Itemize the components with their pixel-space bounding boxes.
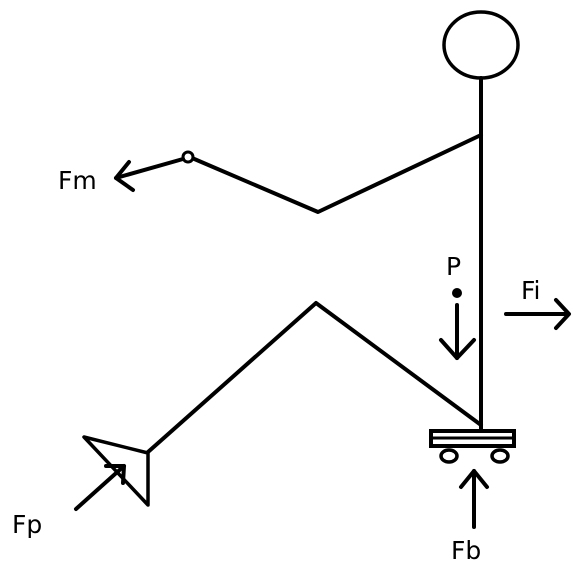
cart-wheel-left-icon bbox=[439, 448, 459, 464]
label-p: P bbox=[446, 252, 462, 281]
label-fm: Fm bbox=[58, 166, 97, 195]
arm-line bbox=[190, 133, 483, 214]
cart-icon bbox=[429, 429, 516, 464]
cart-wheel-right-icon bbox=[490, 448, 510, 464]
fm-arrow-shaft bbox=[114, 157, 185, 180]
leg-line bbox=[146, 301, 483, 454]
label-fp: Fp bbox=[12, 510, 43, 539]
fm-arrowhead-icon bbox=[114, 160, 135, 192]
hand-joint-icon bbox=[181, 150, 195, 164]
center-point-icon bbox=[452, 288, 462, 298]
fi-arrowhead-icon bbox=[554, 298, 571, 330]
fp-arrow-shaft bbox=[74, 464, 126, 511]
label-fb: Fb bbox=[451, 536, 482, 565]
fb-arrowhead-icon bbox=[459, 469, 489, 489]
label-fi: Fi bbox=[521, 276, 541, 305]
p-arrowhead-icon bbox=[439, 338, 476, 360]
fp-arrowhead-icon bbox=[104, 464, 126, 485]
